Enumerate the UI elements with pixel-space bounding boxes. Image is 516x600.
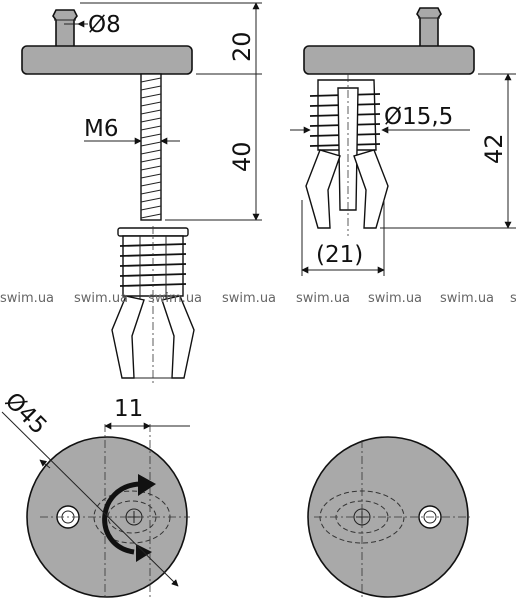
anchor-side-view-left <box>111 226 195 386</box>
plate-top-view-left <box>26 424 190 600</box>
overall-height-dimension: 42 <box>380 73 516 229</box>
thread-dimension: M6 <box>84 116 180 145</box>
watermark: swim.ua <box>440 291 494 306</box>
watermark: swim.ua <box>148 291 202 306</box>
anchor-diameter-dimension: Ø15,5 <box>290 104 470 134</box>
assembled-side-view <box>303 7 475 236</box>
thread-label: M6 <box>84 116 118 142</box>
anchor-spread-dimension: (21) <box>301 200 385 276</box>
watermark: swim.ua <box>74 291 128 306</box>
anchor-spread-label: (21) <box>316 242 363 268</box>
anchor-diameter-label: Ø15,5 <box>384 104 453 130</box>
watermark: swim.ua <box>0 291 54 306</box>
slot-width-dimension: 11 <box>104 396 190 430</box>
watermark: swim.ua <box>296 291 350 306</box>
slot-width-label: 11 <box>114 396 143 422</box>
head-height-label: 20 <box>228 31 256 62</box>
bolt-side-view <box>21 9 193 221</box>
pin-diameter-label: Ø8 <box>88 12 121 38</box>
watermark: s <box>510 291 516 306</box>
overall-height-label: 42 <box>480 133 508 164</box>
watermark: swim.ua <box>222 291 276 306</box>
bolt-length-label: 40 <box>228 141 256 172</box>
plate-diameter-label: Ø45 <box>0 388 52 440</box>
thread-lines <box>140 77 162 219</box>
pin-diameter-dimension: Ø8 <box>64 12 121 38</box>
plate-top-view-right <box>307 436 470 600</box>
rotation-arrow-icon <box>102 481 141 555</box>
watermark: swim.ua <box>368 291 422 306</box>
watermark-row: swim.ua swim.ua swim.ua swim.ua swim.ua … <box>0 291 516 306</box>
bolt-height-dimensions: 20 40 <box>80 2 262 221</box>
